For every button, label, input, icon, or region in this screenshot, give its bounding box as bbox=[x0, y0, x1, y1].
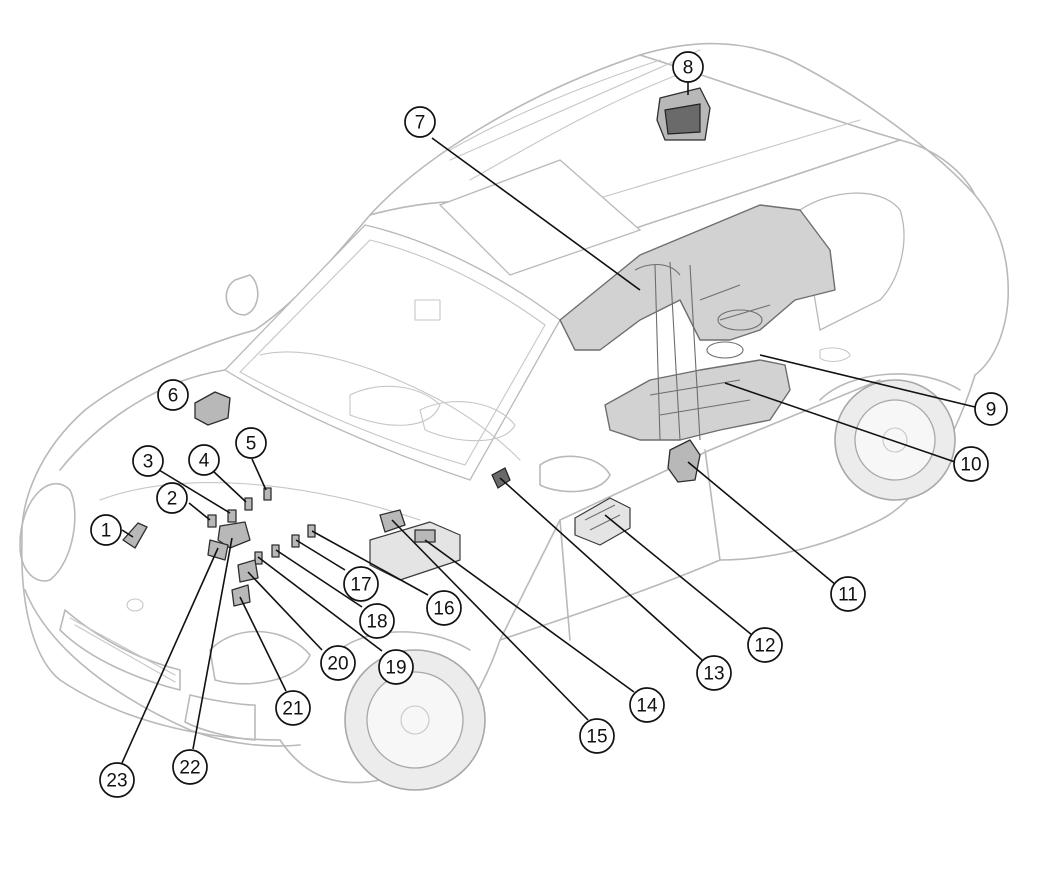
car-body-outline bbox=[19, 42, 1010, 791]
component-18 bbox=[271, 544, 280, 558]
callout-7: 7 bbox=[404, 106, 436, 138]
callout-17-label: 17 bbox=[350, 575, 371, 596]
leader-16 bbox=[311, 530, 429, 596]
callout-6: 6 bbox=[157, 379, 189, 411]
callout-12-label: 12 bbox=[754, 636, 775, 657]
component-4 bbox=[244, 497, 253, 511]
fuel-tank bbox=[559, 204, 836, 441]
leader-15 bbox=[391, 519, 589, 721]
leader-7 bbox=[431, 137, 641, 291]
component-1 bbox=[122, 522, 148, 549]
callout-22: 22 bbox=[172, 749, 208, 785]
callout-5: 5 bbox=[235, 427, 267, 459]
leader-23 bbox=[121, 547, 219, 764]
callout-22-label: 22 bbox=[179, 758, 200, 779]
leader-2 bbox=[188, 502, 211, 521]
leader-18 bbox=[275, 549, 363, 608]
callout-20-label: 20 bbox=[327, 654, 348, 675]
callout-2-label: 2 bbox=[167, 489, 178, 510]
callout-15: 15 bbox=[579, 718, 615, 754]
callout-17: 17 bbox=[343, 566, 379, 602]
callout-2: 2 bbox=[156, 482, 188, 514]
component-12 bbox=[574, 497, 631, 546]
leader-9 bbox=[759, 354, 976, 408]
callout-21: 21 bbox=[275, 690, 311, 726]
callout-3: 3 bbox=[132, 445, 164, 477]
component-11 bbox=[667, 439, 701, 483]
callouts: 1 2 3 4 5 6 7 8 9 10 11 12 13 14 15 16 1… bbox=[90, 51, 1008, 798]
leader-13 bbox=[499, 477, 703, 661]
callout-21-label: 21 bbox=[282, 699, 303, 720]
leader-19 bbox=[257, 556, 383, 652]
leader-21 bbox=[239, 596, 287, 692]
leader-17 bbox=[295, 539, 346, 571]
component-16 bbox=[307, 524, 316, 538]
callout-16: 16 bbox=[426, 590, 462, 626]
callout-3-label: 3 bbox=[143, 452, 154, 473]
callout-14-label: 14 bbox=[636, 696, 658, 717]
component-22 bbox=[217, 521, 251, 549]
callout-20: 20 bbox=[320, 645, 356, 681]
callout-1-label: 1 bbox=[101, 521, 112, 542]
component-8 bbox=[656, 87, 711, 141]
component-5 bbox=[263, 487, 272, 501]
component-21 bbox=[231, 584, 251, 607]
leader-lines bbox=[121, 82, 976, 764]
callout-19: 19 bbox=[378, 649, 414, 685]
leader-12 bbox=[604, 514, 753, 636]
callout-5-label: 5 bbox=[246, 434, 257, 455]
leader-1 bbox=[121, 529, 134, 538]
leader-10 bbox=[724, 382, 956, 463]
callout-10: 10 bbox=[953, 446, 989, 482]
leader-3 bbox=[158, 469, 231, 514]
callout-23-label: 23 bbox=[106, 771, 127, 792]
leader-11 bbox=[687, 461, 837, 586]
callout-11: 11 bbox=[830, 576, 866, 612]
callout-12: 12 bbox=[747, 627, 783, 663]
callout-18-label: 18 bbox=[366, 612, 387, 633]
callout-4: 4 bbox=[188, 444, 220, 476]
callout-11-label: 11 bbox=[838, 585, 858, 606]
callout-8: 8 bbox=[672, 51, 704, 83]
leader-4 bbox=[212, 470, 247, 503]
callout-1: 1 bbox=[90, 514, 122, 546]
component-6 bbox=[194, 391, 231, 426]
callout-6-label: 6 bbox=[168, 386, 179, 407]
callout-18: 18 bbox=[359, 603, 395, 639]
callout-4-label: 4 bbox=[199, 451, 210, 472]
callout-14: 14 bbox=[629, 687, 665, 723]
callout-8-label: 8 bbox=[683, 58, 694, 79]
callout-9: 9 bbox=[974, 392, 1008, 426]
leader-14 bbox=[424, 539, 635, 693]
callout-9-label: 9 bbox=[986, 400, 997, 421]
component-23 bbox=[207, 539, 229, 561]
callout-19-label: 19 bbox=[385, 658, 406, 679]
leader-20 bbox=[247, 571, 323, 651]
callout-13: 13 bbox=[696, 655, 732, 691]
component-3 bbox=[227, 509, 237, 523]
callout-10-label: 10 bbox=[960, 455, 981, 476]
callout-7-label: 7 bbox=[415, 113, 426, 134]
callout-16-label: 16 bbox=[433, 599, 454, 620]
callout-23: 23 bbox=[99, 762, 135, 798]
leader-5 bbox=[251, 458, 267, 491]
callout-13-label: 13 bbox=[703, 664, 724, 685]
callout-15-label: 15 bbox=[586, 727, 607, 748]
leader-22 bbox=[192, 537, 233, 750]
component-2 bbox=[207, 514, 217, 528]
